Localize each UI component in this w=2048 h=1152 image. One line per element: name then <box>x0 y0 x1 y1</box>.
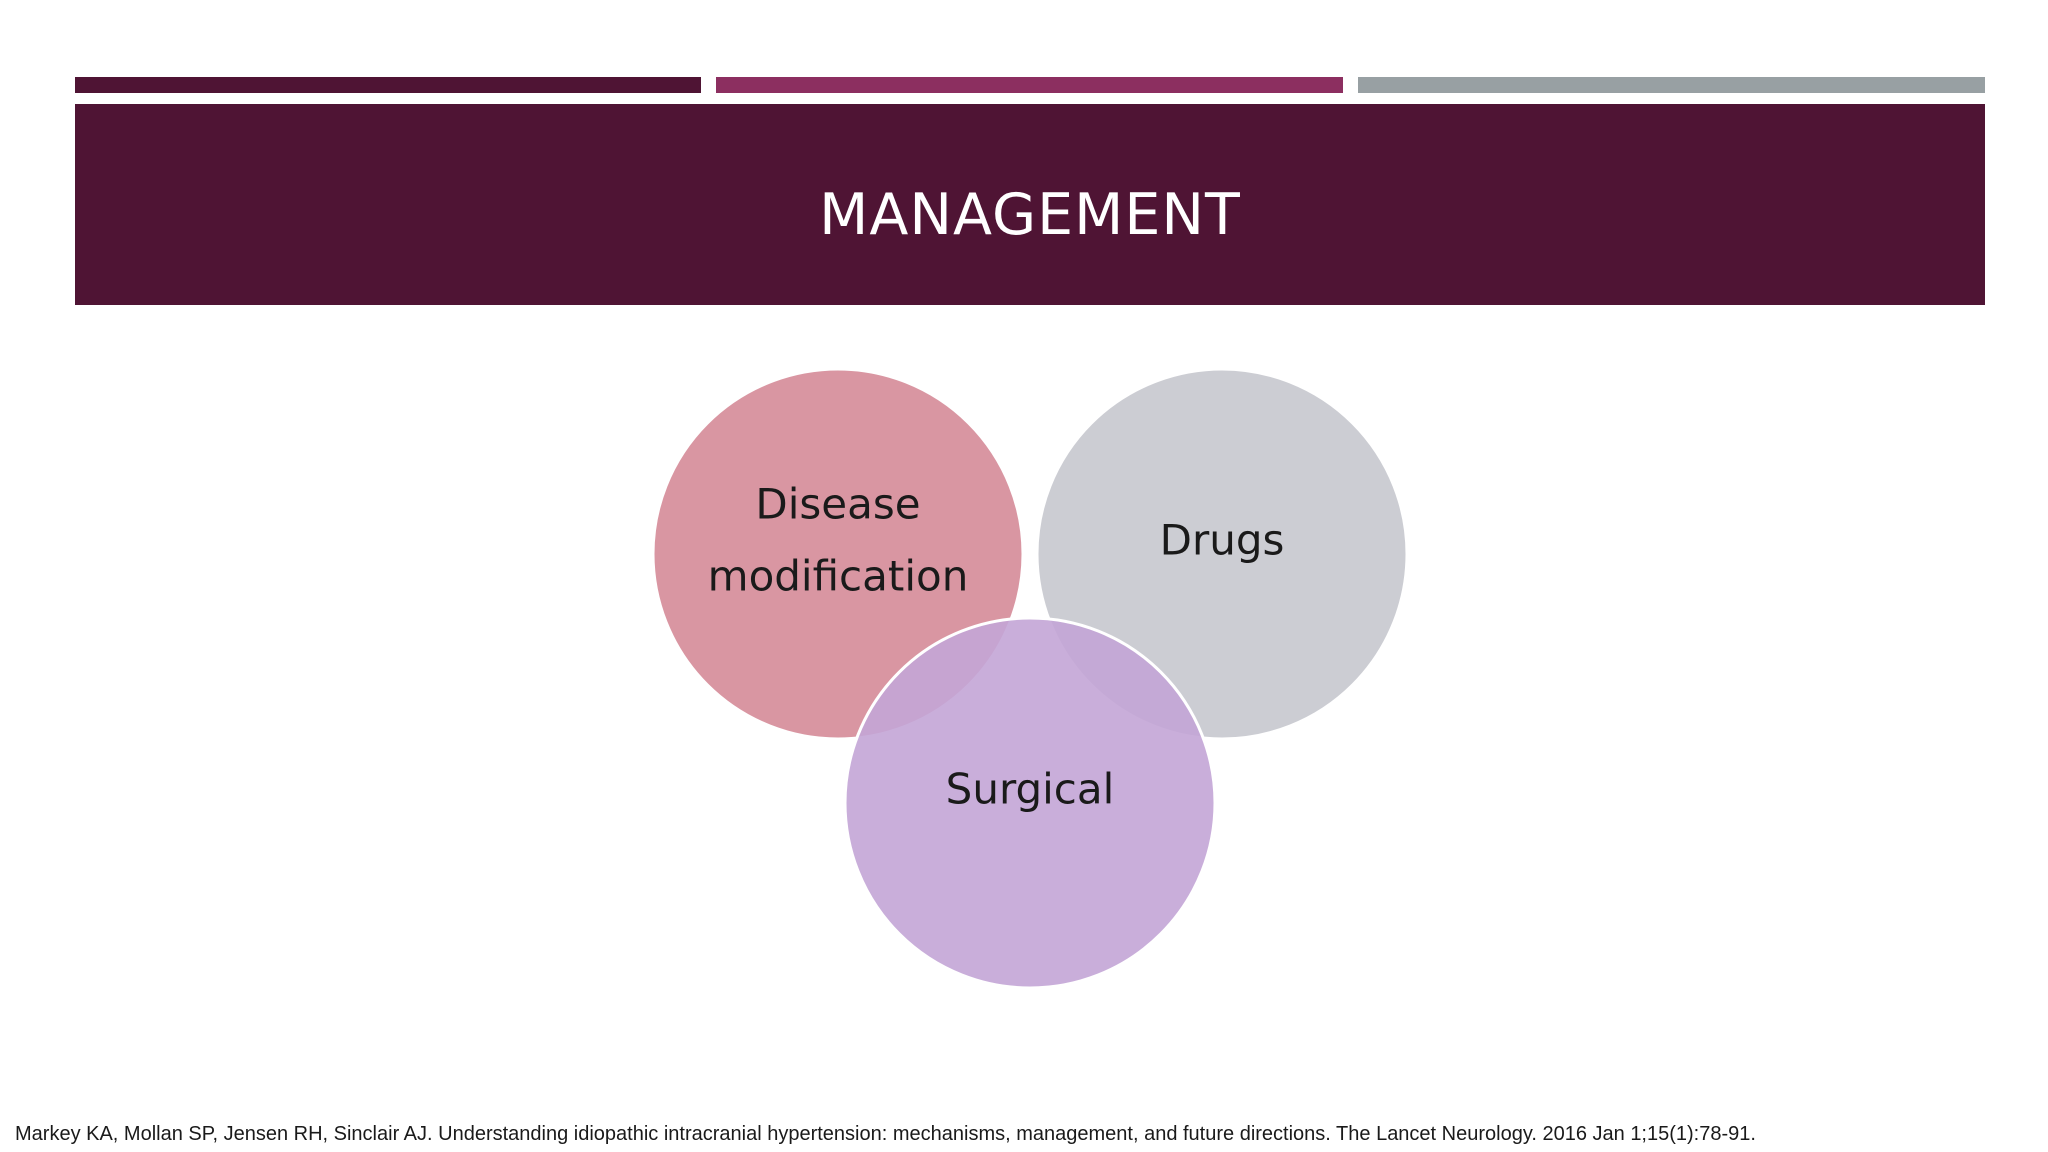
venn-circle-surgical <box>843 616 1217 990</box>
accent-bar-magenta <box>716 77 1343 93</box>
citation: Markey KA, Mollan SP, Jensen RH, Sinclai… <box>15 1123 1756 1145</box>
venn-label-disease-line-1: Disease <box>755 480 920 529</box>
accent-bar-gray <box>1358 77 1985 93</box>
title-band: MANAGEMENT <box>75 104 1985 305</box>
accent-bar-dark <box>75 77 701 93</box>
venn-label-drugs: Drugs <box>1160 516 1285 565</box>
venn-label-disease-line-2: modification <box>708 552 969 601</box>
venn-label-surgical: Surgical <box>946 765 1115 814</box>
slide-title: MANAGEMENT <box>819 181 1241 248</box>
